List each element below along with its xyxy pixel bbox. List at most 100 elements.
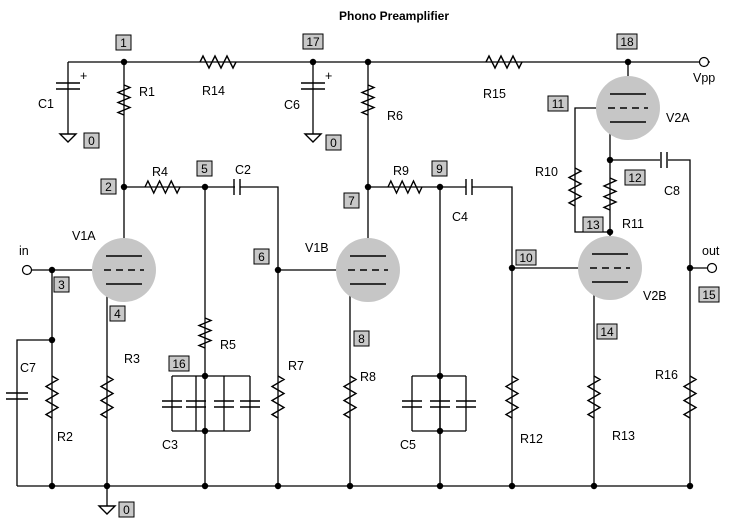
junction-dot [508,482,516,490]
node-box [168,355,190,372]
terminal [706,262,718,274]
junction-dot [201,482,209,490]
junction-dot [48,266,56,274]
tube-label-v2a: V2A [666,111,690,125]
resistor [682,375,698,419]
tube-label-v1b: V1B [305,241,329,255]
capacitor-label-c8: C8 [664,184,680,198]
node-box [83,132,100,149]
node-label: 0 [123,503,130,517]
wire [16,269,53,486]
wire [472,186,513,486]
node-box [624,169,646,186]
node-box [515,249,537,266]
junction-dot [686,264,694,272]
capacitor-label-c5: C5 [400,438,416,452]
junction-dot [364,183,372,191]
node-label: 11 [552,97,565,111]
node-box [325,134,342,151]
resistor [99,375,115,419]
node-label: 3 [58,278,65,292]
junction-dot [103,482,111,490]
junction-dot [508,264,516,272]
resistor [144,179,181,195]
junction-dot [309,58,317,66]
polarity-mark: + [80,69,87,83]
resistor-label-r13: R13 [612,429,635,443]
node-label: 0 [330,136,337,150]
node-box [302,33,324,50]
resistor-label-r14: R14 [202,84,225,98]
resistor [485,54,523,70]
diagram-title: Phono Preamplifier [339,9,449,23]
resistor [504,375,520,419]
node-box [253,248,270,265]
node-box [698,286,720,303]
ground-icon [58,133,78,143]
resistor [270,375,286,419]
resistor [602,177,618,211]
node-label: 18 [620,35,634,49]
resistor [199,54,237,70]
junction-dot [201,372,209,380]
node-box [115,34,132,51]
junction-dot [606,228,614,236]
capacitor-label-c4: C4 [452,210,468,224]
junction-dot [436,183,444,191]
junction-dot [436,372,444,380]
tube-v1a [92,238,156,302]
resistor [342,375,358,419]
capacitor-label-c3: C3 [162,438,178,452]
junction-dot [436,482,444,490]
node-label: 15 [702,288,716,302]
junction-dot [120,58,128,66]
node-label: 14 [600,325,614,339]
junction-dot [274,482,282,490]
capacitor-label-c1: C7 [20,361,36,375]
ground-icon [97,505,117,515]
node-label: 10 [519,251,533,265]
resistor-label-r4: R4 [152,165,168,179]
node-label: 9 [436,162,443,176]
resistor-label-r2: R2 [57,430,73,444]
resistor-label-r7: R7 [288,359,304,373]
node-box [53,276,70,293]
node-label: 4 [114,307,121,321]
node-box [431,160,448,177]
junction-dot [606,156,614,164]
junction-dot [48,482,56,490]
node-box [353,330,370,347]
output-label: out [702,244,720,258]
junction-dot [436,427,444,435]
wire [668,159,691,486]
terminal [21,264,33,276]
junction-dot [201,427,209,435]
tube-v2a [596,76,660,140]
node-box [118,501,135,518]
capacitor-label-c7: C6 [284,98,300,112]
node-box [109,305,126,322]
node-label: 5 [201,162,208,176]
junction-dot [120,183,128,191]
node-box [547,95,569,112]
supply-label: Vpp [693,71,715,85]
wire [240,186,279,486]
tube-v1b [336,238,400,302]
node-label: 8 [358,332,365,346]
resistor-label-r12: R12 [520,432,543,446]
junction-dot [346,482,354,490]
junction-dot [624,58,632,66]
node-box [582,216,604,233]
node-label: 0 [88,134,95,148]
node-label: 12 [628,171,642,185]
resistor-label-r8: R8 [360,370,376,384]
resistor-label-r10: R10 [535,165,558,179]
resistor [44,375,60,419]
resistor [387,179,423,195]
resistor [360,84,376,116]
junction-dot [201,183,209,191]
node-label: 1 [120,36,127,50]
node-label: 16 [172,357,186,371]
